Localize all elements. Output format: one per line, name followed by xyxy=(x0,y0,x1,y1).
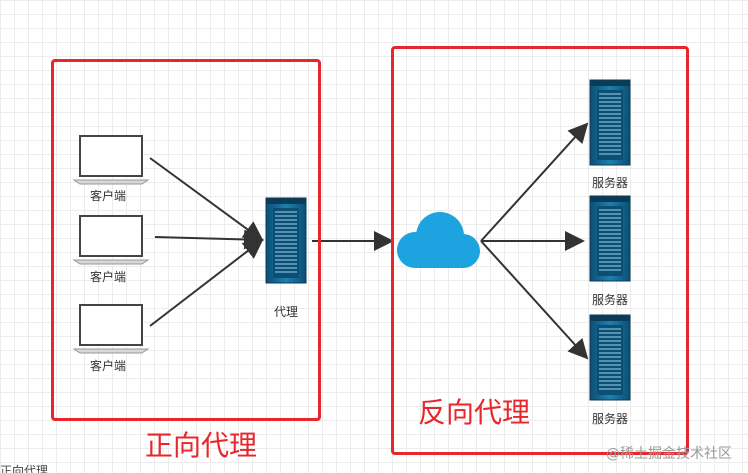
reverse-proxy-title: 反向代理 xyxy=(418,396,531,429)
forward-proxy-title: 正向代理 xyxy=(145,429,258,462)
forward-proxy-frame xyxy=(51,59,321,421)
server-label: 服务器 xyxy=(591,293,629,307)
reverse-proxy-frame xyxy=(391,46,689,455)
cloud-icon xyxy=(397,212,480,268)
arrow-cloud-to-server3 xyxy=(480,240,589,360)
client-label: 客户端 xyxy=(89,189,127,203)
client-label: 客户端 xyxy=(89,270,127,284)
arrow-client3-to-proxy xyxy=(149,238,264,327)
server-label: 服务器 xyxy=(591,176,629,190)
client-label: 客户端 xyxy=(89,359,127,373)
server-label: 服务器 xyxy=(591,412,629,426)
cutoff-caption: 正向代理 xyxy=(0,464,49,473)
arrow-cloud-to-server1 xyxy=(480,122,589,242)
watermark: @稀土掘金技术社区 xyxy=(606,446,732,462)
proxy-label: 代理 xyxy=(273,305,299,319)
arrow-client1-to-proxy xyxy=(149,157,264,242)
